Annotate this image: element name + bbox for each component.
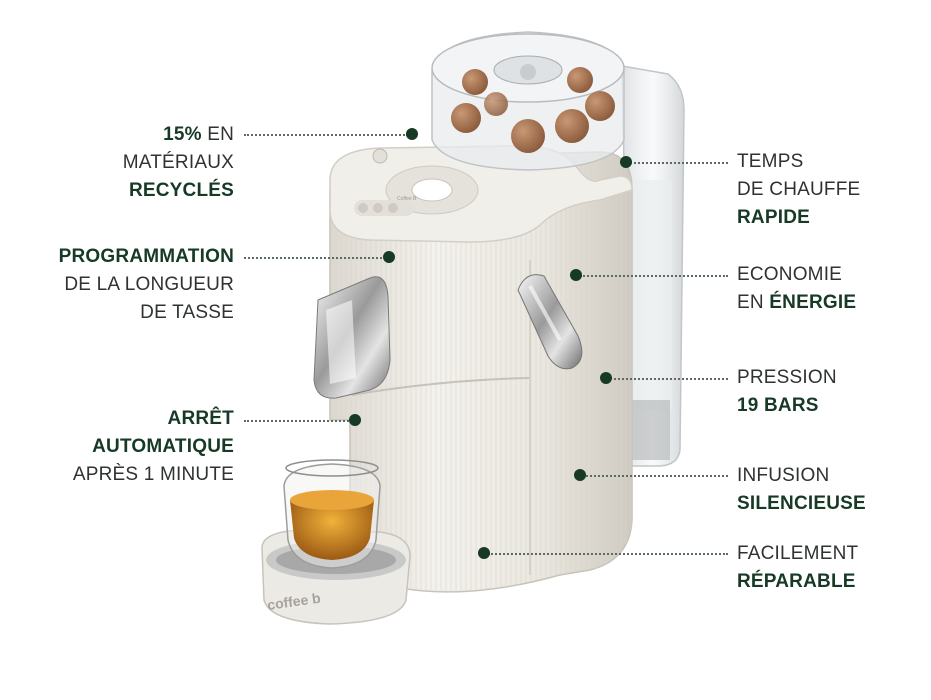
dot-energy [570,269,582,281]
heat-line3: RAPIDE [737,207,810,228]
dot-repair [478,547,490,559]
leader-heat [630,162,728,164]
auto-off-line2: AUTOMATIQUE [92,436,234,457]
dot-heat [620,156,632,168]
label-pressure: PRESSION 19 BARS [737,364,837,420]
dot-auto-off [349,414,361,426]
label-heat: TEMPS DE CHAUFFE RAPIDE [737,148,860,232]
leader-infusion [582,475,728,477]
energy-en: EN [737,292,770,313]
infusion-line2: SILENCIEUSE [737,493,866,514]
recycled-en: EN [201,124,234,145]
label-energy: ECONOMIE EN ÉNERGIE [737,261,856,317]
repair-line1: FACILEMENT [737,543,859,564]
auto-off-line3: APRÈS 1 MINUTE [72,464,234,485]
brand-mark: coffee b [266,590,321,613]
recycled-line2: MATÉRIAUX [122,152,234,173]
repair-line2: RÉPARABLE [737,571,856,592]
programming-line2: DE LA LONGUEUR [64,274,234,295]
infusion-line1: INFUSION [737,465,830,486]
label-infusion: INFUSION SILENCIEUSE [737,462,866,518]
leader-recycled [244,134,408,136]
dot-recycled [406,128,418,140]
heat-line2: DE CHAUFFE [737,179,861,200]
energy-line1: ECONOMIE [737,264,843,285]
label-repair: FACILEMENT RÉPARABLE [737,540,858,596]
dot-pressure [600,372,612,384]
panel-label: Coffee B [397,196,417,202]
heat-line1: TEMPS [737,151,804,172]
label-recycled: 15% EN MATÉRIAUX RECYCLÉS [123,121,234,205]
recycled-percent: 15% [163,124,202,145]
leader-pressure [610,378,728,380]
leader-programming [244,257,386,259]
programming-line3: DE TASSE [140,302,234,323]
dot-infusion [574,469,586,481]
energy-line2: ÉNERGIE [769,292,857,313]
programming-line1: PROGRAMMATION [58,246,234,267]
recycled-line3: RECYCLÉS [128,180,234,201]
auto-off-line1: ARRÊT [167,408,234,429]
leader-auto-off [244,420,352,422]
label-auto-off: ARRÊT AUTOMATIQUE APRÈS 1 MINUTE [73,405,234,489]
dot-programming [383,251,395,263]
label-programming: PROGRAMMATION DE LA LONGUEUR DE TASSE [59,243,234,327]
pressure-line2: 19 BARS [737,395,819,416]
pressure-line1: PRESSION [737,367,837,388]
leader-repair [488,553,728,555]
leader-energy [580,275,728,277]
